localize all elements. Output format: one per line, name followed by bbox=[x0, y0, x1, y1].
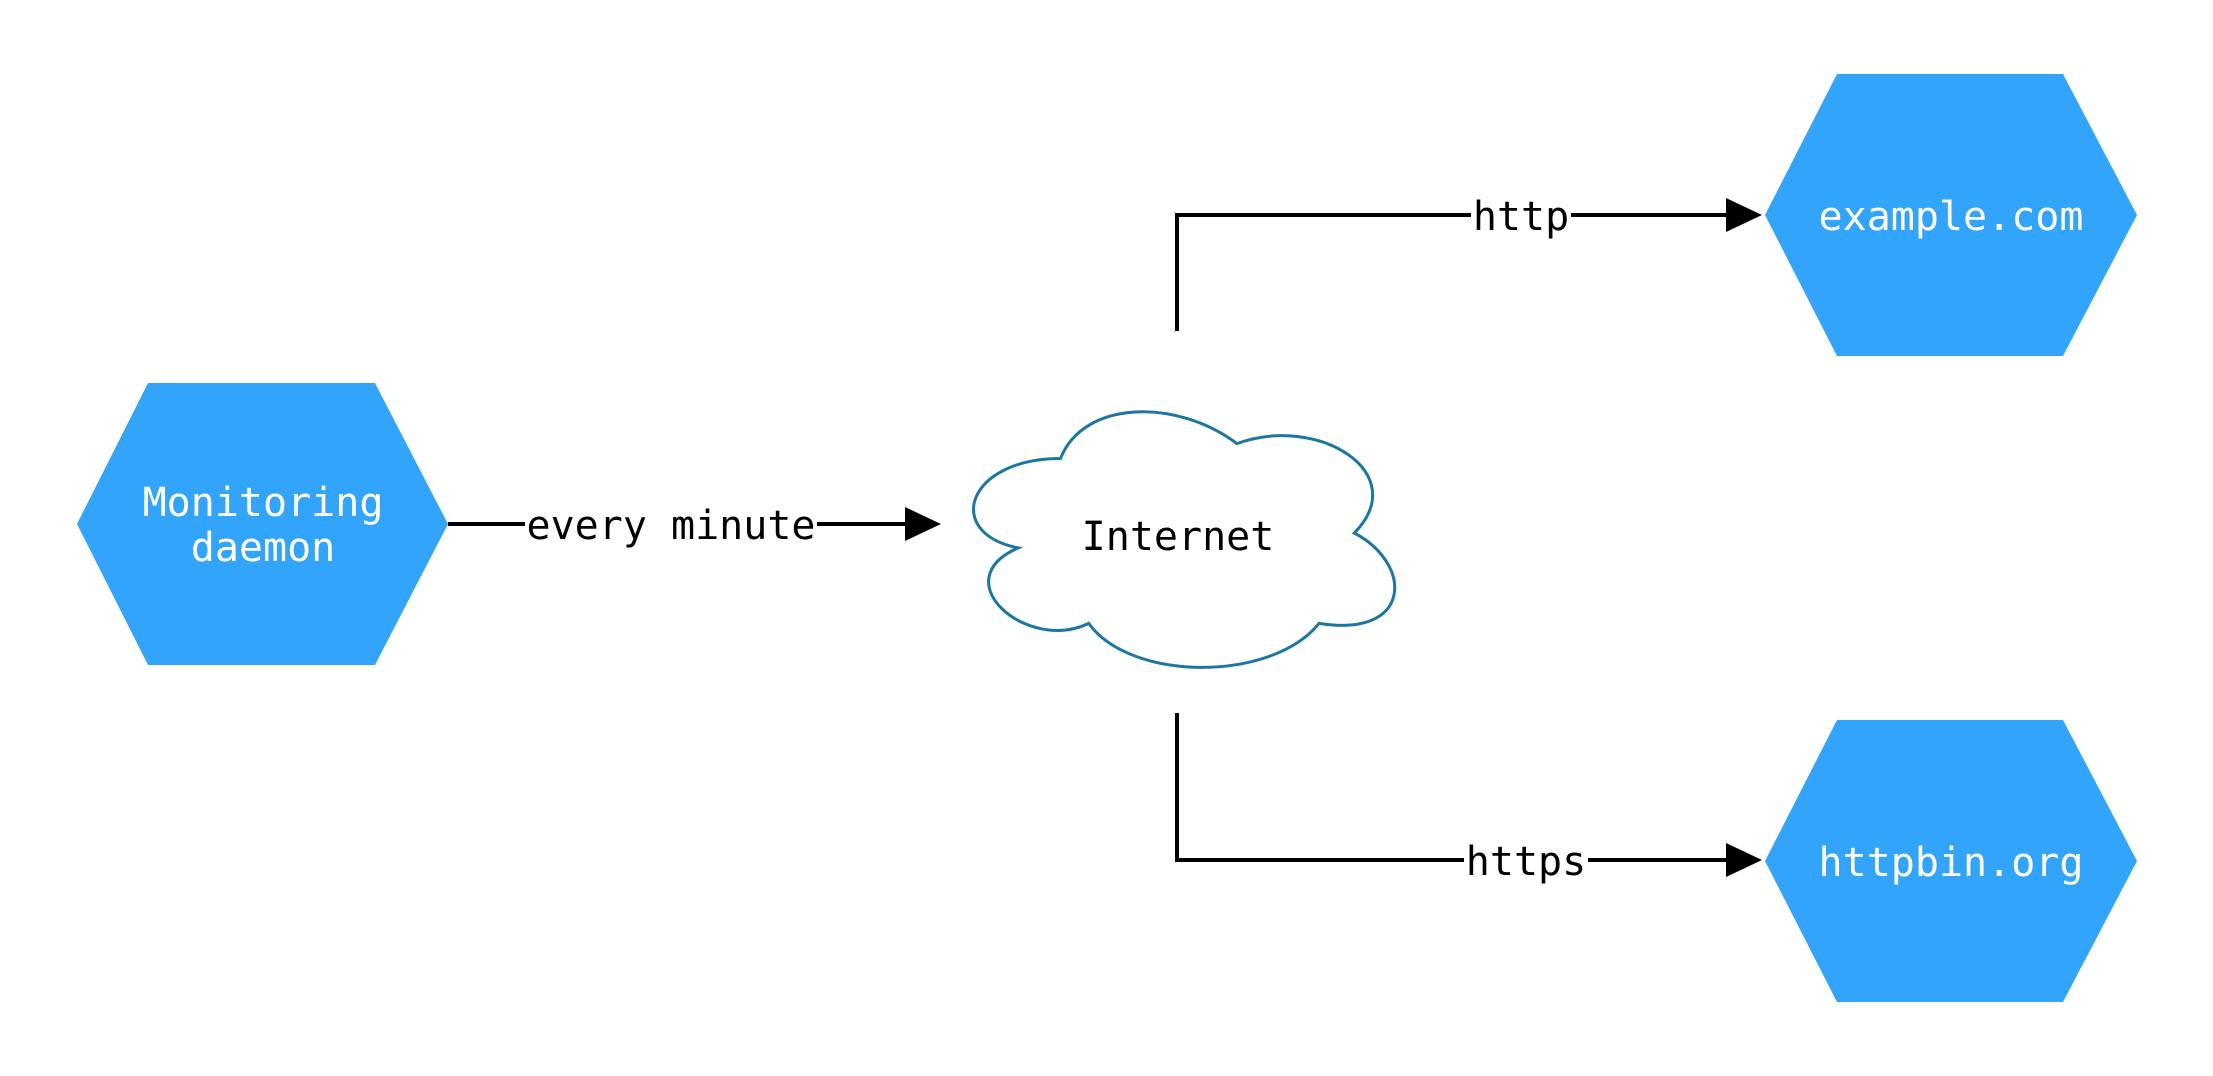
node-example-label: example.com bbox=[1819, 194, 2084, 240]
edge-https-line bbox=[1175, 713, 1728, 862]
edge-label-http: http bbox=[1473, 194, 1569, 240]
edge-label-https: https bbox=[1466, 839, 1586, 885]
edge-every-minute: every minute bbox=[448, 500, 941, 549]
edge-label-bg bbox=[1471, 191, 1571, 239]
hexagon-shape bbox=[1765, 74, 2137, 356]
node-internet-label: Internet bbox=[1082, 514, 1275, 560]
edge-label-bg bbox=[525, 500, 817, 548]
node-httpbin-org: httpbin.org bbox=[1765, 720, 2137, 1002]
node-internet-cloud: Internet bbox=[972, 410, 1397, 669]
arrowhead-icon bbox=[1726, 843, 1762, 877]
edge-https: https bbox=[1175, 713, 1762, 885]
edge-http-line bbox=[1175, 213, 1728, 331]
node-monitoring-label-line2: daemon bbox=[191, 525, 336, 571]
edge-label-every-minute: every minute bbox=[527, 503, 816, 549]
arrowhead-icon bbox=[1726, 198, 1762, 232]
edge-http: http bbox=[1175, 191, 1762, 331]
hexagon-shape bbox=[1765, 720, 2137, 1002]
arrowhead-icon bbox=[905, 507, 941, 541]
node-monitoring-daemon: Monitoring daemon bbox=[77, 383, 448, 665]
node-httpbin-label: httpbin.org bbox=[1819, 840, 2084, 886]
edge-label-bg bbox=[1464, 836, 1588, 884]
node-example-com: example.com bbox=[1765, 74, 2137, 356]
hexagon-shape bbox=[77, 383, 448, 665]
cloud-icon bbox=[972, 410, 1397, 669]
node-monitoring-label-line1: Monitoring bbox=[143, 480, 384, 526]
